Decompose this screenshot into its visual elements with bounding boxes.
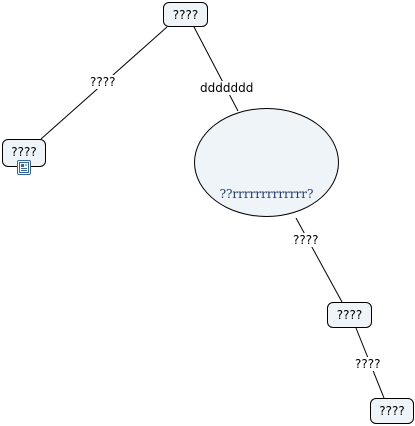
edge-label-lower-to-bottom: ???? xyxy=(354,357,382,371)
connector-root-to-ellipse xyxy=(193,26,239,112)
center-ellipse-node[interactable]: ??rrrrrrrrrrrrr? xyxy=(194,108,339,217)
edge-label-ellipse-to-lower: ???? xyxy=(292,233,320,247)
bottom-right-concept-node[interactable]: ???? xyxy=(370,398,414,424)
edge-label-root-to-left: ???? xyxy=(89,75,117,89)
lower-right-concept-label: ???? xyxy=(336,308,363,322)
edge-label-root-to-ellipse: ddddddd xyxy=(199,81,255,95)
connector-ellipse-to-lower xyxy=(295,217,343,303)
root-concept-label: ???? xyxy=(172,7,199,22)
lower-right-concept-node[interactable]: ???? xyxy=(327,302,372,328)
left-concept-label: ???? xyxy=(11,145,37,159)
document-icon[interactable] xyxy=(17,160,31,175)
root-concept-node[interactable]: ???? xyxy=(163,2,208,27)
center-ellipse-label: ??rrrrrrrrrrrrr? xyxy=(219,187,314,201)
bottom-right-concept-label: ???? xyxy=(379,404,405,418)
